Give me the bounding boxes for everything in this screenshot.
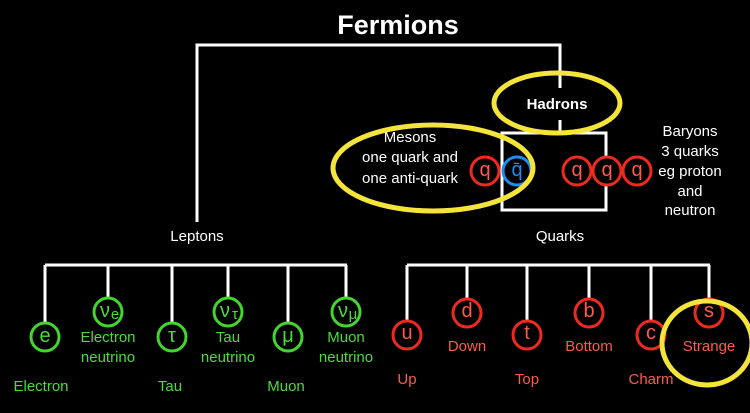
baryons-line: 3 quarks [661, 143, 719, 160]
baryon-quark: q [591, 155, 623, 187]
svg-text:e: e [111, 306, 119, 323]
svg-text:c: c [646, 322, 656, 344]
svg-text:μ: μ [282, 325, 294, 347]
svg-text:e: e [39, 325, 50, 347]
svg-text:b: b [583, 300, 594, 322]
svg-text:t: t [524, 322, 530, 344]
baryons-line: Baryons [662, 123, 717, 140]
svg-text:τ: τ [232, 306, 238, 323]
svg-text:Charm: Charm [628, 371, 673, 388]
strange-highlight [659, 298, 750, 388]
baryon-quark: q [561, 155, 593, 187]
svg-text:q: q [479, 159, 490, 181]
svg-text:s: s [704, 300, 714, 322]
quarks-label: Quarks [536, 228, 584, 245]
svg-text:q: q [571, 159, 582, 181]
svg-text:Electron: Electron [13, 378, 68, 395]
mesons-highlight [330, 122, 536, 214]
mesons-line: one quark and [362, 149, 458, 166]
quark-up: uUp [391, 265, 423, 388]
svg-text:neutrino: neutrino [81, 349, 135, 366]
baryons-line: and [677, 183, 702, 200]
svg-text:q̄: q̄ [511, 159, 522, 181]
title: Fermions [337, 10, 459, 40]
hadrons-highlight [491, 70, 623, 136]
leptons-label: Leptons [170, 228, 223, 245]
hadrons-label: Hadrons [527, 96, 588, 113]
baryon-quark: q [621, 155, 653, 187]
svg-text:Up: Up [397, 371, 416, 388]
svg-text:μ: μ [349, 306, 358, 323]
svg-text:Top: Top [515, 371, 539, 388]
svg-text:ν: ν [220, 300, 230, 322]
svg-text:q: q [631, 159, 642, 181]
svg-text:neutrino: neutrino [319, 349, 373, 366]
svg-text:ν: ν [338, 300, 348, 322]
svg-text:Tau: Tau [158, 378, 182, 395]
svg-text:u: u [401, 322, 412, 344]
svg-text:Electron: Electron [80, 329, 135, 346]
svg-text:Strange: Strange [683, 338, 736, 355]
svg-text:Muon: Muon [267, 378, 305, 395]
mesons-line: Mesons [384, 129, 437, 146]
svg-text:ν: ν [100, 300, 110, 322]
svg-text:Bottom: Bottom [565, 338, 613, 355]
svg-text:d: d [461, 300, 472, 322]
svg-text:Tau: Tau [216, 329, 240, 346]
svg-text:Muon: Muon [327, 329, 365, 346]
baryons-line: neutron [665, 202, 716, 219]
fermions-connector [195, 43, 562, 222]
baryons-line: eg proton [658, 163, 721, 180]
meson-quark: q [469, 155, 501, 187]
svg-text:neutrino: neutrino [201, 349, 255, 366]
svg-text:q: q [601, 159, 612, 181]
meson-antiquark: q̄ [501, 155, 533, 187]
svg-text:Down: Down [448, 338, 486, 355]
mesons-line: one anti-quark [362, 170, 458, 187]
svg-text:τ: τ [168, 325, 176, 347]
